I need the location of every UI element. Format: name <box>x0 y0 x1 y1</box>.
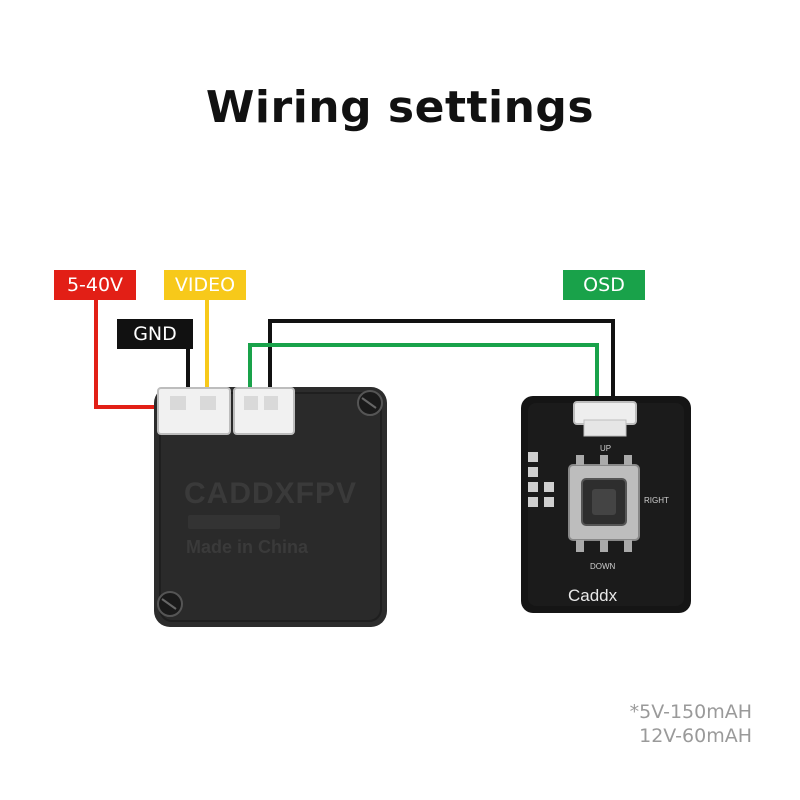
note-line-5v: *5V-150mAH <box>629 701 752 723</box>
osd-board: UP RIGHT DOWN Caddx <box>521 396 691 613</box>
page-title: Wiring settings <box>205 82 595 133</box>
joystick-switch <box>568 455 640 552</box>
osd-brand-text: Caddx <box>568 586 618 605</box>
osd-board-connector <box>573 401 637 437</box>
note-line-12v: 12V-60mAH <box>639 725 752 747</box>
osd-pin-header <box>528 452 554 507</box>
up-label: UP <box>600 444 611 453</box>
current-note: *5V-150mAH 12V-60mAH <box>630 700 752 748</box>
power-label: 5-40V <box>54 270 136 300</box>
power-wire <box>94 296 170 409</box>
osd-black-wire <box>268 319 615 402</box>
osd-label: OSD <box>563 270 645 300</box>
camera-brand-text: CADDXFPV <box>184 477 357 510</box>
gnd-label: GND <box>117 319 193 349</box>
ce-rohs-mark <box>188 515 280 529</box>
osd-green-wire <box>248 343 599 402</box>
right-label: RIGHT <box>644 496 669 505</box>
video-label: VIDEO <box>164 270 246 300</box>
osd-connector <box>233 387 295 435</box>
down-label: DOWN <box>590 562 616 571</box>
camera-module: CADDXFPV Made in China <box>154 387 387 627</box>
camera-made-in-text: Made in China <box>186 537 309 557</box>
power-video-connector <box>157 387 231 435</box>
